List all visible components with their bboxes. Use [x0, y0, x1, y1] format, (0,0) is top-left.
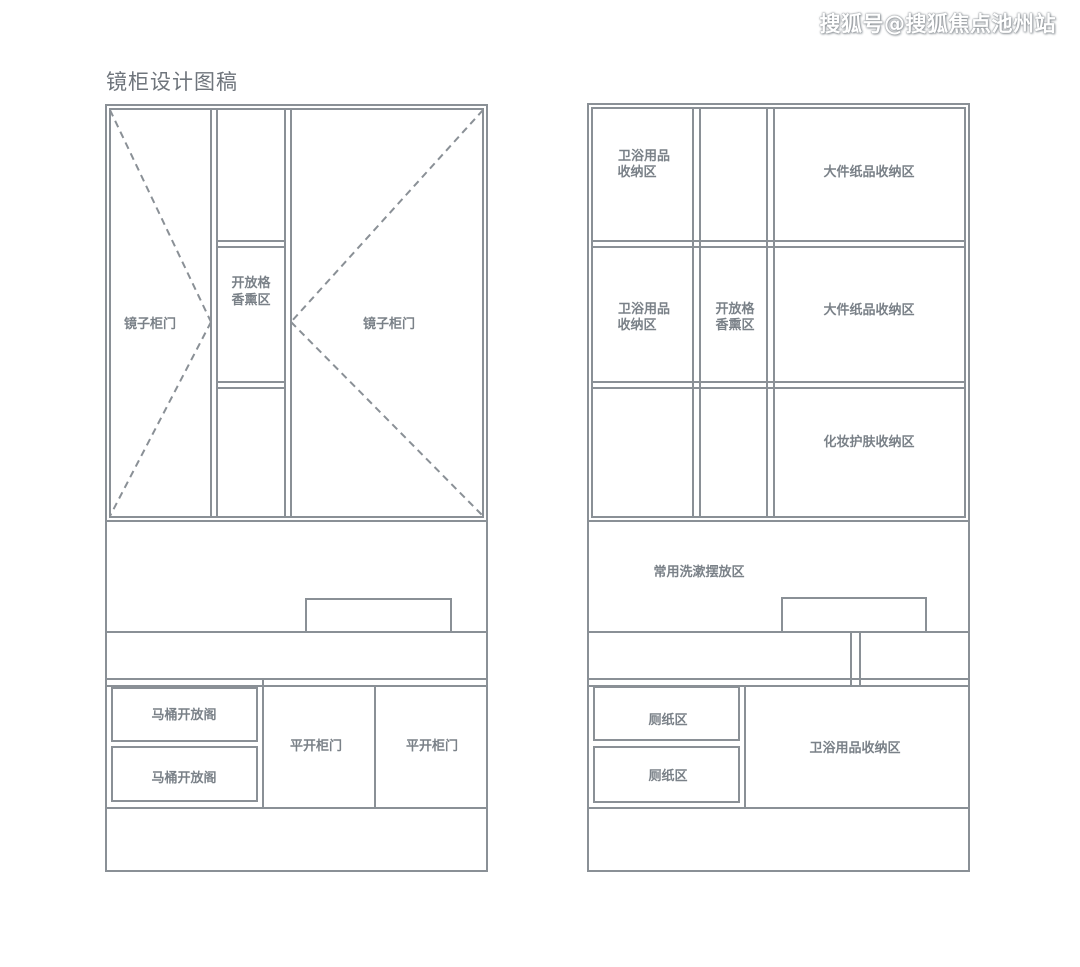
left-toilet-shelf-top — [111, 687, 258, 742]
right-tissue-bottom — [593, 746, 740, 803]
right-cabinet-outer — [587, 103, 970, 872]
left-cabinet-outer — [105, 104, 488, 872]
label-bath-storage-2b: 收纳区 — [617, 317, 656, 333]
label-swing-door-1: 平开柜门 — [290, 738, 342, 754]
label-cosmetics: 化妆护肤收纳区 — [823, 434, 914, 450]
label-swing-door-2: 平开柜门 — [406, 738, 458, 754]
label-toilet-shelf-top: 马桶开放阁 — [151, 707, 216, 723]
label-wash-area: 常用洗漱摆放区 — [653, 564, 744, 580]
label-open-shelf-right-2: 香熏区 — [714, 317, 754, 333]
right-cabinet — [587, 103, 970, 872]
label-large-paper-1: 大件纸品收纳区 — [823, 164, 914, 180]
left-cabinet — [105, 104, 488, 872]
label-bath-storage-1a: 卫浴用品 — [618, 148, 670, 164]
label-open-shelf-left-2: 香熏区 — [230, 292, 270, 308]
label-open-shelf-left-1: 开放格 — [231, 275, 271, 291]
left-upper-frame — [109, 108, 484, 518]
left-sink-block — [305, 598, 452, 633]
label-mirror-door-right: 镜子柜门 — [363, 316, 415, 332]
label-tissue-2: 厕纸区 — [648, 768, 687, 784]
mirror-door-diagonals — [109, 109, 484, 517]
label-tissue-1: 厕纸区 — [648, 712, 687, 728]
right-upper-frame — [591, 107, 966, 518]
label-open-shelf-right-1: 开放格 — [715, 301, 755, 317]
label-bath-storage-2a: 卫浴用品 — [618, 301, 670, 317]
right-sink-block — [781, 597, 927, 633]
label-mirror-door-left: 镜子柜门 — [124, 316, 176, 332]
label-toilet-shelf-bottom: 马桶开放阁 — [151, 770, 216, 786]
label-bath-storage-3: 卫浴用品收纳区 — [809, 740, 900, 756]
page-title: 镜柜设计图稿 — [106, 70, 238, 94]
label-bath-storage-1b: 收纳区 — [617, 164, 656, 180]
right-tissue-top — [593, 686, 740, 741]
label-large-paper-2: 大件纸品收纳区 — [823, 302, 914, 318]
left-toilet-shelf-bottom — [111, 746, 258, 802]
watermark: 搜狐号@搜狐焦点池州站 — [819, 12, 1056, 36]
